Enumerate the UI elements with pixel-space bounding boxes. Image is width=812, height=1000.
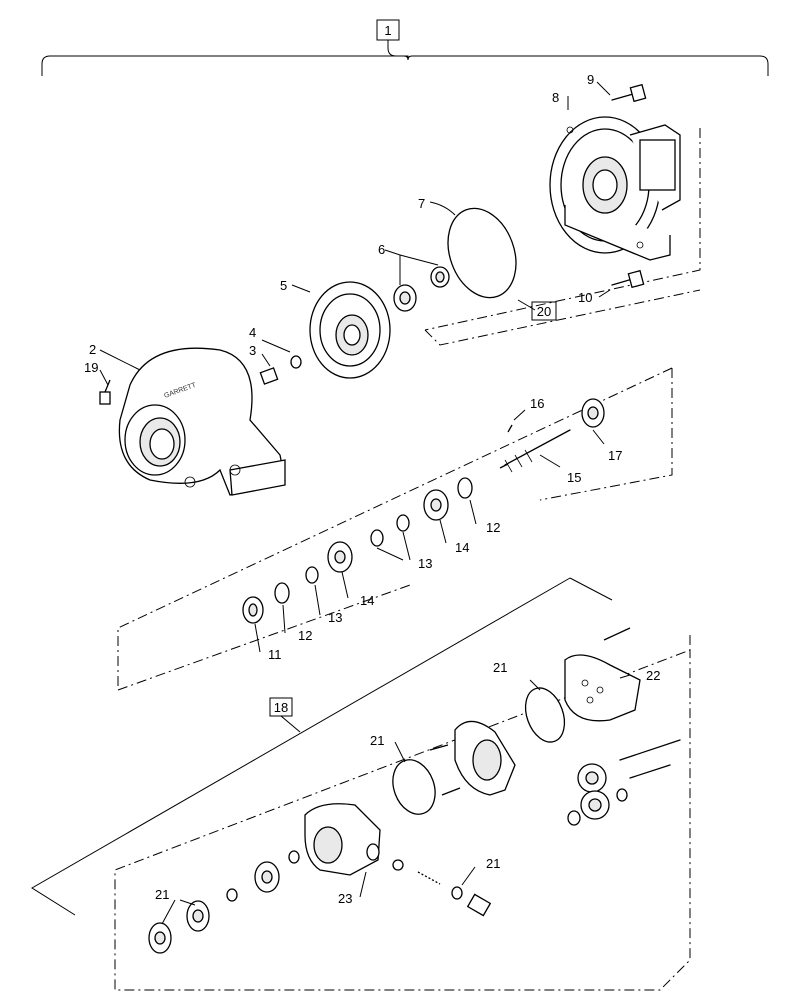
- callout-15: 15: [567, 470, 581, 485]
- small-ring: [288, 850, 300, 864]
- bearing-part-14-lower: [327, 541, 353, 573]
- bolt-part-10: [611, 269, 645, 289]
- callout-3: 3: [249, 343, 256, 358]
- callout-11: 11: [268, 647, 282, 662]
- turbine-housing-part-2: GARRETT: [118, 347, 286, 496]
- callout-12-lower: 12: [298, 628, 312, 643]
- callout-1: 1: [384, 23, 391, 38]
- pump-bearing: [254, 861, 280, 893]
- bearing-part-14-upper: [423, 489, 449, 521]
- ring-part-12-lower: [274, 582, 290, 604]
- o-ring-part-7: [447, 207, 517, 299]
- plug: [466, 893, 492, 917]
- bolt-part-19: [99, 379, 111, 405]
- callout-21-a: 21: [493, 660, 507, 675]
- callout-20-box: [531, 301, 557, 321]
- callout-19: 19: [84, 360, 98, 375]
- seal-part-6: [393, 266, 450, 312]
- check-ball: [392, 859, 404, 871]
- callout-12-upper: 12: [486, 520, 500, 535]
- callout-9: 9: [587, 72, 594, 87]
- callout-18: 18: [274, 700, 288, 715]
- pump-bolt: [603, 627, 631, 641]
- assembly-bracket: 1: [41, 19, 769, 76]
- pump-gears: [567, 739, 681, 826]
- callout-14-lower: 14: [360, 593, 374, 608]
- callout-17: 17: [608, 448, 622, 463]
- callout-13-lower: 13: [328, 610, 342, 625]
- callout-21-d: 21: [155, 887, 169, 902]
- group-18-bracket: [31, 577, 613, 916]
- callout-20: 20: [537, 304, 551, 319]
- pump-plate: [429, 720, 516, 796]
- callout-22: 22: [646, 668, 660, 683]
- ring-part-12-upper: [457, 477, 473, 499]
- o-ring-part-21-b: [392, 759, 436, 815]
- callout-5: 5: [280, 278, 287, 293]
- callout-8: 8: [552, 90, 559, 105]
- pump-cover-part-22: [564, 654, 641, 722]
- washer-part-11: [242, 596, 264, 624]
- compressor-cover-part-8: [549, 116, 681, 261]
- callout-6: 6: [378, 242, 385, 257]
- pump-housing-part-23: [304, 803, 381, 876]
- callout-21-c: 21: [486, 856, 500, 871]
- callout-10: 10: [578, 290, 592, 305]
- callout-16: 16: [530, 396, 544, 411]
- washer-part-21-c: [186, 900, 210, 932]
- ring-part-13-upper-a: [396, 514, 410, 532]
- ring-part-13-lower: [305, 566, 319, 584]
- callout-4: 4: [249, 325, 256, 340]
- callout-7: 7: [418, 196, 425, 211]
- washer-part-17: [581, 398, 605, 428]
- back-plate-part-5: [309, 281, 391, 379]
- callout-14-upper: 14: [455, 540, 469, 555]
- callout-21-b: 21: [370, 733, 384, 748]
- nut-part-3: [259, 367, 279, 385]
- leader-lines: [99, 81, 631, 925]
- shaft-part-15: [499, 429, 571, 473]
- o-ring-part-21-a: [524, 687, 566, 743]
- pin-part-16: [507, 424, 513, 433]
- callout-13-upper: 13: [418, 556, 432, 571]
- washer-part-4: [290, 355, 302, 369]
- small-ring-2: [226, 888, 238, 902]
- bolt-part-9: [611, 83, 647, 103]
- plug-o-ring: [451, 886, 463, 900]
- spring: [417, 871, 441, 885]
- callout-2: 2: [89, 342, 96, 357]
- washer-part-21-d: [148, 922, 172, 954]
- callout-23: 23: [338, 891, 352, 906]
- ring-part-13-upper-b: [370, 529, 384, 547]
